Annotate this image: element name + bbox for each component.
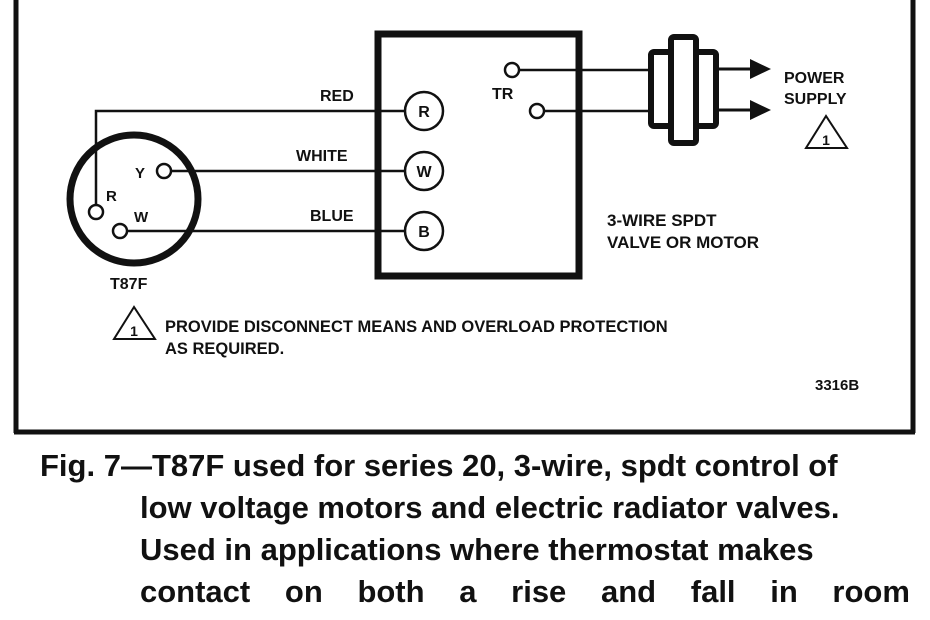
svg-text:1: 1: [130, 323, 138, 339]
tr-label: TR: [492, 86, 514, 103]
wiring-diagram: R Y W T87F RED WHITE BLUE R W B TR PO: [13, 0, 916, 435]
thermostat-t87f: R Y W T87F: [66, 131, 202, 293]
wires: [94, 109, 405, 233]
valve-motor-box: [374, 30, 583, 280]
caption-line-2: low voltage motors and electric radiator…: [140, 490, 840, 525]
caption-line-1: Fig. 7—T87F used for series 20, 3-wire, …: [40, 448, 838, 483]
wire-blue-label: BLUE: [310, 208, 354, 225]
power-supply-line1: POWER: [784, 70, 845, 87]
terminal-y: [155, 162, 173, 180]
device-label-line2: VALVE OR MOTOR: [607, 233, 759, 252]
frame: [13, 0, 916, 435]
power-connector-icon: [648, 34, 719, 146]
wire-red-label: RED: [320, 88, 354, 105]
wire-white-label: WHITE: [296, 148, 348, 165]
device-label-line1: 3-WIRE SPDT: [607, 211, 717, 230]
power-supply-line2: SUPPLY: [784, 91, 847, 108]
terminal-y-label: Y: [135, 165, 145, 182]
note-triangle-icon: 1: [112, 305, 157, 340]
terminal-w: [111, 222, 129, 240]
device-terminals: R W B: [403, 90, 445, 252]
terminal-r-label: R: [106, 188, 117, 205]
caption-line-4: contact on both a rise and fall in room: [140, 574, 910, 609]
terminal-w-label: W: [134, 209, 149, 226]
power-arrows: [716, 59, 771, 120]
tr-terminals: [503, 61, 650, 120]
device-terminal-r: R: [418, 104, 430, 121]
caption-line-3: Used in applications where thermostat ma…: [140, 532, 814, 567]
note-line2: AS REQUIRED.: [165, 340, 284, 358]
warning-triangle-icon: 1: [804, 114, 849, 149]
terminal-r: [87, 203, 105, 221]
thermostat-model-label: T87F: [110, 276, 148, 293]
device-terminal-w: W: [416, 164, 432, 181]
note-line1: PROVIDE DISCONNECT MEANS AND OVERLOAD PR…: [165, 318, 668, 336]
svg-text:1: 1: [822, 132, 830, 148]
device-terminal-b: B: [418, 224, 430, 241]
drawing-number: 3316B: [815, 377, 859, 394]
